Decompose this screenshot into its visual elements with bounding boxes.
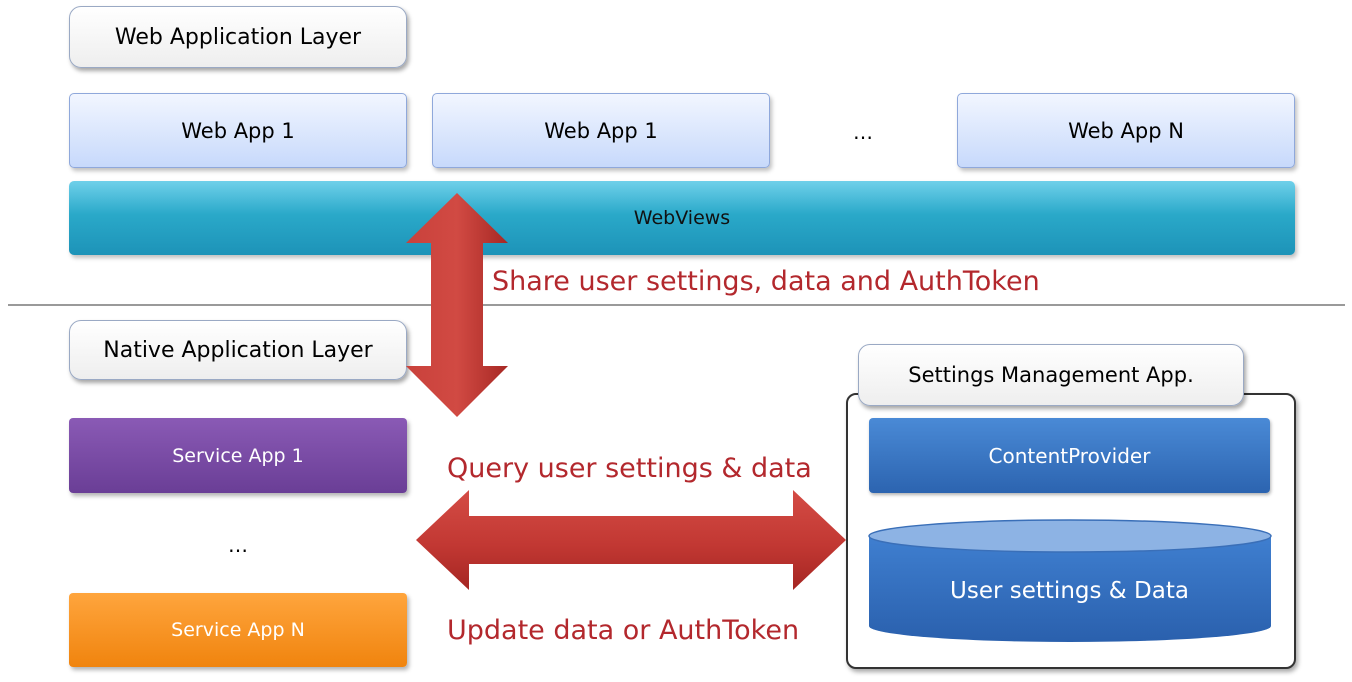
- service-app-n-box: Service App N: [69, 593, 407, 667]
- share-double-arrow: [406, 193, 508, 417]
- settings-management-app-label: Settings Management App.: [858, 344, 1244, 406]
- share-arrow-label: Share user settings, data and AuthToken: [492, 266, 1040, 297]
- user-settings-database-cylinder: [868, 519, 1272, 642]
- native-application-layer-label: Native Application Layer: [69, 320, 407, 380]
- update-arrow-label: Update data or AuthToken: [447, 615, 800, 646]
- web-app-box: Web App 1: [432, 93, 770, 168]
- webviews-bar: WebViews: [69, 181, 1295, 255]
- database-label: User settings & Data: [950, 578, 1189, 604]
- query-update-double-arrow: [416, 490, 846, 590]
- service-app-1-box: Service App 1: [69, 418, 407, 493]
- service-apps-ellipsis: …: [228, 533, 248, 557]
- query-arrow-label: Query user settings & data: [447, 453, 812, 484]
- web-apps-ellipsis: …: [853, 120, 873, 144]
- content-provider-box: ContentProvider: [869, 418, 1270, 493]
- web-app-box: Web App 1: [69, 93, 407, 168]
- layer-divider: [8, 304, 1345, 306]
- web-app-box: Web App N: [957, 93, 1295, 168]
- web-application-layer-label: Web Application Layer: [69, 6, 407, 68]
